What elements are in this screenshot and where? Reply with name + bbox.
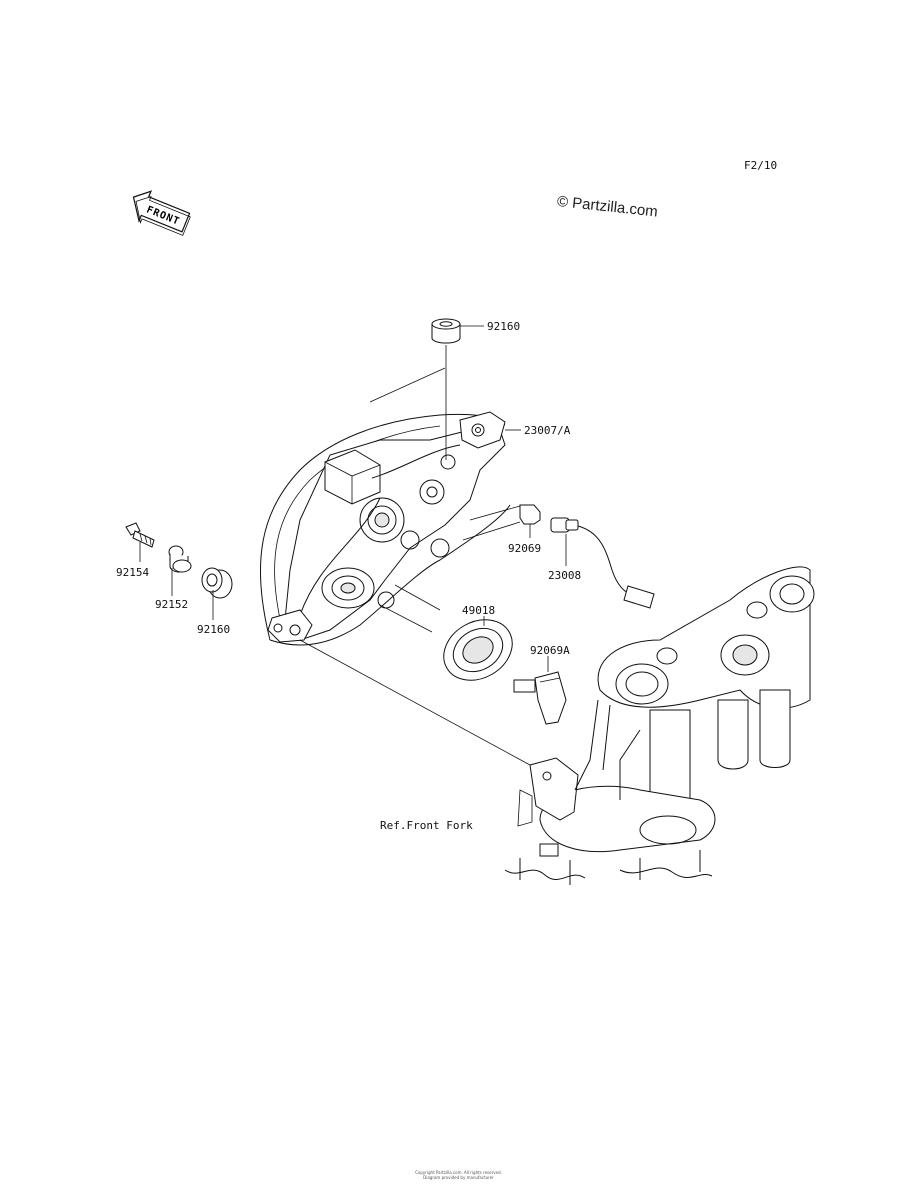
leader-lines [139, 325, 567, 672]
front-fork-reference [299, 566, 815, 885]
footer-copyright: Copyright Partzilla.com. All rights rese… [415, 1170, 502, 1175]
bolt-92154 [125, 522, 155, 548]
reflector-ring-49018 [379, 584, 513, 681]
part-label-92154[interactable]: 92154 [116, 566, 149, 579]
part-label-92069a[interactable]: 92069A [530, 644, 570, 657]
socket-23008 [550, 517, 655, 609]
grommet-92160-top [431, 318, 461, 460]
part-label-92069[interactable]: 92069 [508, 542, 541, 555]
collar-92152 [168, 545, 192, 573]
bulb-92069 [462, 504, 541, 541]
front-direction-arrow-icon: FRONT [132, 190, 191, 236]
part-label-49018[interactable]: 49018 [462, 604, 495, 617]
grommet-92160-left [201, 567, 233, 599]
page-code: F2/10 [744, 159, 778, 172]
footer-provider: Diagram provided by manufacturer [423, 1175, 494, 1180]
front-fork-ref-label: Ref.Front Fork [380, 819, 473, 832]
part-label-92152[interactable]: 92152 [155, 598, 188, 611]
headlight-assembly [260, 367, 511, 646]
part-label-92160-left[interactable]: 92160 [197, 623, 230, 636]
part-label-23007[interactable]: 23007/A [524, 424, 571, 437]
footer: Copyright Partzilla.com. All rights rese… [0, 1170, 917, 1180]
part-label-23008[interactable]: 23008 [548, 569, 581, 582]
part-label-92160-top[interactable]: 92160 [487, 320, 520, 333]
bulb-92069a [513, 671, 567, 725]
